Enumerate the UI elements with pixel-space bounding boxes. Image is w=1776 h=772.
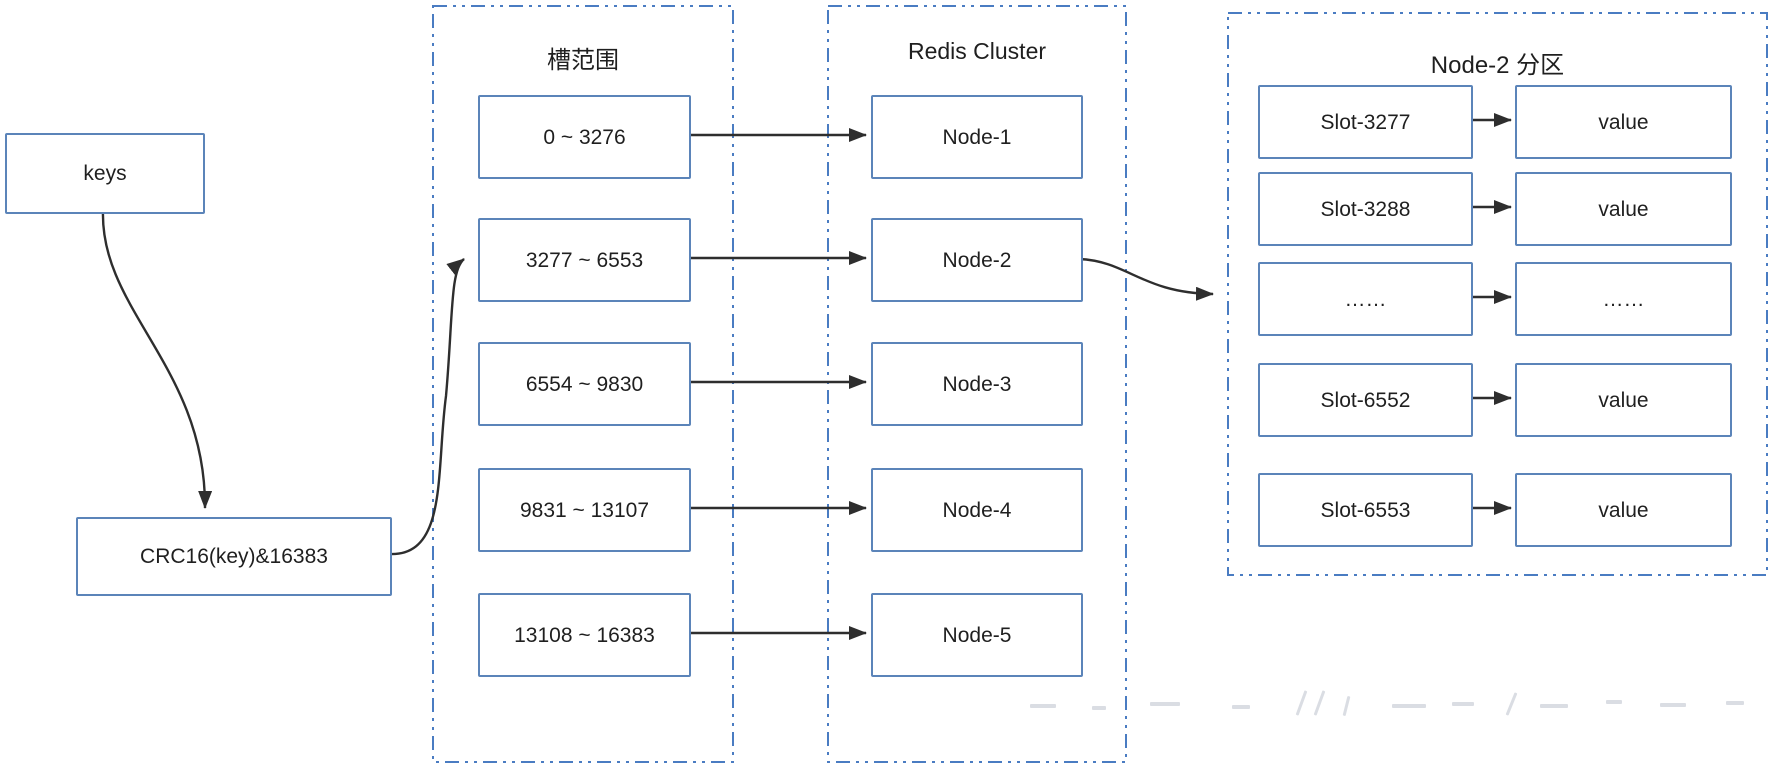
node2-partition-container <box>1227 12 1768 576</box>
node2-partition-title: Node-2 分区 <box>1430 52 1565 79</box>
partition-value-box: value <box>1515 85 1732 159</box>
cluster-node-box: Node-2 <box>871 218 1083 302</box>
cluster-node-box: Node-4 <box>871 468 1083 552</box>
partition-slot-box: Slot-3288 <box>1258 172 1473 246</box>
watermark-remnant <box>1000 682 1776 772</box>
arrow-crc16-to-slot-range <box>388 258 465 556</box>
crc16-hash-box: CRC16(key)&16383 <box>76 517 392 596</box>
partition-value-box: value <box>1515 473 1732 547</box>
partition-value-box: value <box>1515 363 1732 437</box>
slot-range-title: 槽范围 <box>547 47 619 74</box>
slot-range-container <box>432 5 734 763</box>
partition-value-box: value <box>1515 172 1732 246</box>
arrow-node2-to-partition <box>1078 257 1214 301</box>
keys-box: keys <box>5 133 205 214</box>
slot-range-box: 3277 ~ 6553 <box>478 218 691 302</box>
slot-range-box: 9831 ~ 13107 <box>478 468 691 552</box>
partition-slot-box: Slot-6552 <box>1258 363 1473 437</box>
redis-cluster-container <box>827 5 1127 763</box>
partition-slot-box: …… <box>1258 262 1473 336</box>
partition-slot-box: Slot-6553 <box>1258 473 1473 547</box>
redis-cluster-title: Redis Cluster <box>907 38 1047 64</box>
cluster-node-box: Node-1 <box>871 95 1083 179</box>
slot-range-box: 6554 ~ 9830 <box>478 342 691 426</box>
cluster-node-box: Node-5 <box>871 593 1083 677</box>
slot-range-box: 13108 ~ 16383 <box>478 593 691 677</box>
arrow-keys-to-crc16 <box>101 210 213 509</box>
partition-value-box: …… <box>1515 262 1732 336</box>
partition-slot-box: Slot-3277 <box>1258 85 1473 159</box>
slot-range-box: 0 ~ 3276 <box>478 95 691 179</box>
cluster-node-box: Node-3 <box>871 342 1083 426</box>
